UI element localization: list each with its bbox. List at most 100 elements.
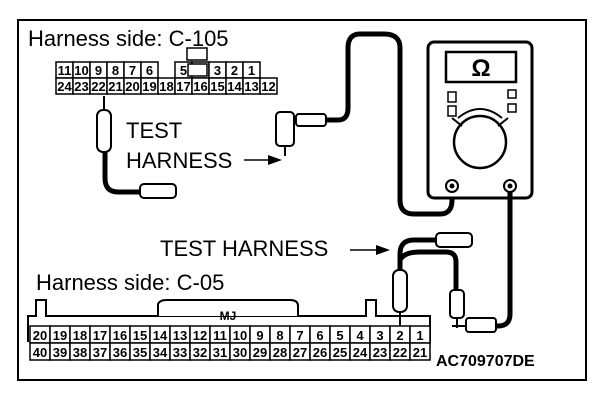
- pin-cell: 11: [209, 325, 231, 344]
- pin-number: 23: [373, 345, 387, 360]
- meter-display: [444, 50, 518, 84]
- pin-cell: 39: [49, 342, 71, 361]
- pin-cell: 20: [29, 325, 51, 344]
- pin-number: 27: [293, 345, 307, 360]
- pin-cell: 18: [69, 325, 91, 344]
- pin-number: 12: [261, 79, 275, 94]
- pin-cell: 8: [269, 325, 291, 344]
- pin-number: 5: [180, 63, 187, 78]
- pin-number: 24: [57, 79, 72, 94]
- figure-frame: [17, 19, 587, 381]
- pin-cell: 2: [389, 325, 411, 344]
- pin-number: 25: [333, 345, 347, 360]
- pin-cell: 16: [109, 325, 131, 344]
- omega-symbol: Ω: [471, 55, 490, 82]
- pin-cell: 15: [208, 77, 227, 95]
- pin-cell: 19: [140, 77, 159, 95]
- pin-number: 1: [416, 328, 423, 343]
- meter-dial-arc: [457, 108, 503, 119]
- pin-number: 14: [227, 79, 242, 94]
- pin-number: 21: [413, 345, 427, 360]
- test-harness-top-arrow: [244, 155, 282, 165]
- pin-number: 19: [53, 328, 67, 343]
- connector-c05-mj-tab: [157, 299, 299, 316]
- pin-cell: 21: [409, 342, 431, 361]
- pin-cell: 27: [289, 342, 311, 361]
- pin-cell: 14: [149, 325, 171, 344]
- pin-number: 19: [142, 79, 156, 94]
- pin-number: 3: [376, 328, 383, 343]
- pin-cell: 20: [123, 77, 142, 95]
- meter-button-1: [447, 91, 457, 103]
- pin-cell: 10: [229, 325, 251, 344]
- pin-number: 3: [214, 63, 221, 78]
- pin-number: 21: [108, 79, 122, 94]
- pin-cell: 15: [129, 325, 151, 344]
- pin-cell: 34: [149, 342, 171, 361]
- pin-number: 34: [153, 345, 168, 360]
- pin-number: 36: [113, 345, 127, 360]
- bottom-probe-pin: [392, 269, 408, 313]
- pin-cell: 1: [409, 325, 431, 344]
- pin-number: 9: [256, 328, 263, 343]
- bottom-harness-wire-2: [397, 249, 459, 290]
- pin-cell: 36: [109, 342, 131, 361]
- meter-button-3: [507, 89, 517, 99]
- test-harness-top-label-2: HARNESS: [126, 148, 232, 173]
- pin-cell: 7: [289, 325, 311, 344]
- pin-cell: 28: [269, 342, 291, 361]
- pin-number: 18: [159, 79, 173, 94]
- pin-cell: 38: [69, 342, 91, 361]
- pin-cell: 4: [349, 325, 371, 344]
- pin-cell: 17: [174, 77, 193, 95]
- pin-cell: 7: [123, 61, 142, 79]
- pin-cell: 21: [106, 77, 125, 95]
- com-clip: [275, 111, 295, 147]
- pin-cell: 22: [89, 77, 108, 95]
- pin-number: 35: [133, 345, 147, 360]
- pin-cell: 22: [389, 342, 411, 361]
- pin-number: 18: [73, 328, 87, 343]
- pin-number: 12: [193, 328, 207, 343]
- test-harness-bottom-label: TEST HARNESS: [160, 236, 328, 261]
- pin-cell: 11: [55, 61, 74, 79]
- pin-number: 2: [396, 328, 403, 343]
- meter-dial: [452, 114, 508, 170]
- pin-cell: 17: [89, 325, 111, 344]
- pin-number: 32: [193, 345, 207, 360]
- pin-cell: 31: [209, 342, 231, 361]
- pin-number: 5: [336, 328, 343, 343]
- pin-number: 6: [146, 63, 153, 78]
- pin-cell: 25: [329, 342, 351, 361]
- pin-cell: 16: [191, 77, 210, 95]
- top-probe-pin: [96, 109, 112, 153]
- pin-cell: 14: [225, 77, 244, 95]
- pin-number: 37: [93, 345, 107, 360]
- connector-c105-key: [186, 47, 208, 61]
- pin-cell: 23: [369, 342, 391, 361]
- pin-cell: 12: [189, 325, 211, 344]
- pin-cell: 5: [329, 325, 351, 344]
- pin-number: 11: [58, 63, 72, 78]
- pin-cell: 29: [249, 342, 271, 361]
- bottom-test-harness: [392, 232, 473, 338]
- pin-number: 28: [273, 345, 287, 360]
- pin-number: 13: [173, 328, 187, 343]
- pin-number: 20: [125, 79, 139, 94]
- harness-side-top-label: Harness side: C-105: [28, 26, 229, 51]
- pin-number: 4: [356, 328, 364, 343]
- harness-side-bottom-label: Harness side: C-05: [36, 270, 224, 295]
- pin-number: 11: [213, 328, 227, 343]
- pin-number: 16: [113, 328, 127, 343]
- pin-number: 7: [296, 328, 303, 343]
- com-plug: [295, 113, 327, 127]
- pin-cell: 3: [369, 325, 391, 344]
- ohm-plug: [465, 317, 497, 333]
- com-lead: [275, 31, 455, 217]
- pin-cell: 32: [189, 342, 211, 361]
